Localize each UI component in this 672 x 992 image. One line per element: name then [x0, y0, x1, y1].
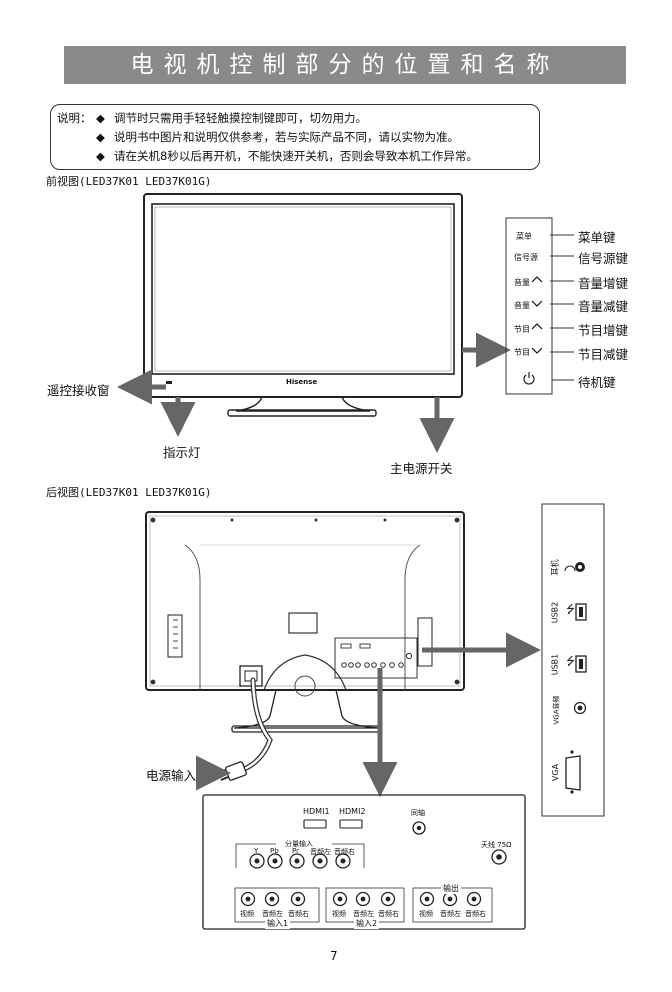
input1-label: 输入1 [265, 918, 291, 929]
headphone-icon [564, 565, 576, 572]
hdmi2-label: HDMI2 [339, 807, 366, 816]
note-bullet: ◆ [96, 130, 105, 144]
rear-tv [145, 511, 465, 733]
vga-audio-label: VGA音频 [552, 695, 561, 725]
usb-icon: ⭍ [566, 603, 575, 616]
component-audio-left-label: 音频左 [310, 848, 331, 856]
volume-up-key-label: 音量 [514, 278, 530, 287]
remote-window-label: 遥控接收窗 [47, 383, 110, 398]
down-icon [531, 347, 543, 354]
output-video-label: 视频 [419, 910, 433, 918]
front-tv [143, 193, 463, 417]
coax-label: 同轴 [411, 809, 425, 817]
channel-up-key-label: 节目 [514, 325, 530, 334]
note-box [50, 104, 540, 170]
antenna-label: 天线 75Ω [481, 841, 512, 849]
output-label: 输出 [441, 883, 461, 894]
front-view-title: 前视图(LED37K01 LED37K01G) [46, 175, 212, 188]
usb-icon: ⭍ [566, 655, 575, 668]
usb2-label: USB2 [550, 601, 560, 624]
menu-key-label: 菜单 [516, 232, 532, 241]
input1-video-label: 视频 [240, 910, 254, 918]
note-line-3: 请在关机8秒以后再开机，不能快速开关机，否则会导致本机工作异常。 [114, 149, 478, 163]
vga-label: VGA [551, 763, 561, 782]
page-number: 7 [330, 949, 338, 963]
hdmi1-label: HDMI1 [303, 807, 330, 816]
input1-audio-right-label: 音频右 [288, 910, 309, 918]
source-key-name: 信号源键 [578, 251, 629, 266]
input2-audio-right-label: 音频右 [378, 910, 399, 918]
note-line-2: 说明书中图片和说明仅供参考，若与实际产品不同，请以实物为准。 [114, 130, 459, 144]
power-icon [523, 374, 535, 385]
volume-down-key-name: 音量减键 [578, 299, 629, 314]
power-input-label: 电源输入 [146, 768, 197, 783]
input1-audio-left-label: 音频左 [262, 910, 283, 918]
menu-key-name: 菜单键 [578, 230, 616, 245]
source-key-label: 信号源 [514, 253, 538, 262]
input2-audio-left-label: 音频左 [353, 910, 374, 918]
main-power-label: 主电源开关 [390, 461, 453, 476]
note-bullet: ◆ [96, 149, 105, 163]
input2-label: 输入2 [354, 918, 380, 929]
indicator-label: 指示灯 [163, 445, 201, 460]
component-audio-right-label: 音频右 [334, 848, 355, 856]
control-panel [505, 217, 574, 395]
note-prefix: 说明： [57, 111, 92, 125]
rear-view-title: 后视图(LED37K01 LED37K01G) [46, 486, 212, 499]
channel-down-key-name: 节目减键 [578, 347, 629, 362]
up-icon [531, 276, 543, 283]
down-icon [531, 300, 543, 307]
usb1-label: USB1 [550, 653, 560, 676]
up-icon [531, 323, 543, 330]
output-audio-left-label: 音频左 [440, 910, 461, 918]
page-title: 电视机控制部分的位置和名称 [130, 52, 560, 78]
input2-video-label: 视频 [332, 910, 346, 918]
channel-up-key-name: 节目增键 [578, 323, 629, 338]
channel-down-key-label: 节目 [514, 348, 530, 357]
side-panel: ⭍ ⭍ [541, 503, 605, 817]
brand-logo: Hisense [286, 378, 318, 386]
component-input-title: 分量输入 [285, 840, 313, 848]
note-bullet: ◆ [96, 111, 105, 125]
title-banner [64, 46, 626, 84]
standby-key-name: 待机键 [578, 375, 616, 390]
note-line-1: 调节时只需用手轻轻触摸控制键即可，切勿用力。 [114, 111, 367, 125]
volume-up-key-name: 音量增键 [578, 276, 629, 291]
component-pr-label: Pr [292, 847, 299, 855]
component-pb-label: Pb [270, 847, 279, 855]
output-audio-right-label: 音频右 [465, 910, 486, 918]
component-y-label: Y [254, 847, 259, 855]
volume-down-key-label: 音量 [514, 301, 530, 310]
earphone-label: 耳机 [550, 559, 560, 576]
